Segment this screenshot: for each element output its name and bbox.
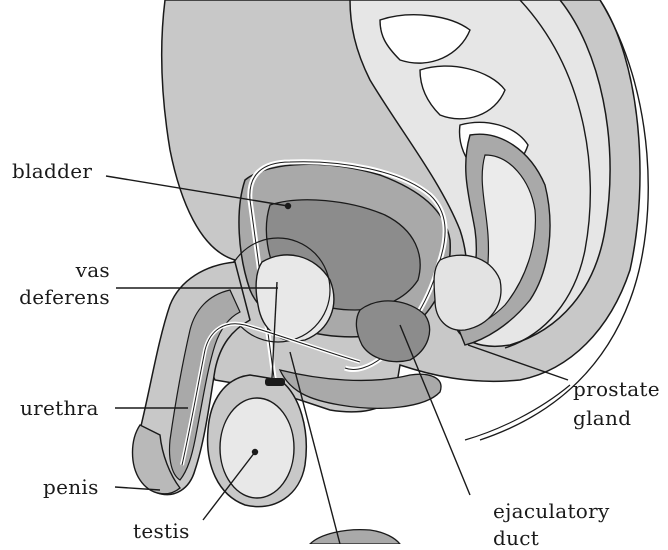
urethra-line-outline — [181, 323, 361, 466]
label-vas-deferens-line2: deferens — [19, 285, 110, 309]
label-prostate-line1: prostate — [573, 377, 660, 401]
label-penis: penis — [43, 475, 99, 499]
skin-outline-back — [479, 0, 649, 441]
perineum-outline — [464, 384, 571, 441]
prostate — [355, 300, 431, 363]
leader-ejaculatory — [399, 324, 471, 496]
spine-outline — [504, 0, 592, 349]
epididymis — [265, 378, 285, 386]
leader-bladder — [105, 175, 289, 207]
glans — [131, 424, 181, 495]
leader-penis — [114, 486, 161, 491]
seminal-vesicle — [433, 254, 502, 331]
label-urethra: urethra — [20, 396, 99, 420]
label-bladder: bladder — [12, 159, 93, 183]
leader-spermatic-cord — [289, 351, 341, 544]
leader-bladder-dot — [284, 202, 292, 210]
thigh-outline — [309, 528, 401, 544]
label-testis: testis — [133, 519, 190, 543]
leader-vas-vertical — [271, 281, 278, 379]
leader-prostate — [467, 344, 569, 381]
label-ejaculatory-line2: duct — [493, 526, 540, 550]
leader-testis — [202, 451, 256, 521]
label-prostate-line2: gland — [573, 406, 632, 430]
leader-testis-dot — [251, 448, 259, 456]
label-vas-deferens-line1: vas — [75, 258, 110, 282]
pelvic-floor — [278, 369, 442, 409]
label-ejaculatory-line1: ejaculatory — [493, 499, 610, 523]
leader-lines — [105, 175, 569, 544]
